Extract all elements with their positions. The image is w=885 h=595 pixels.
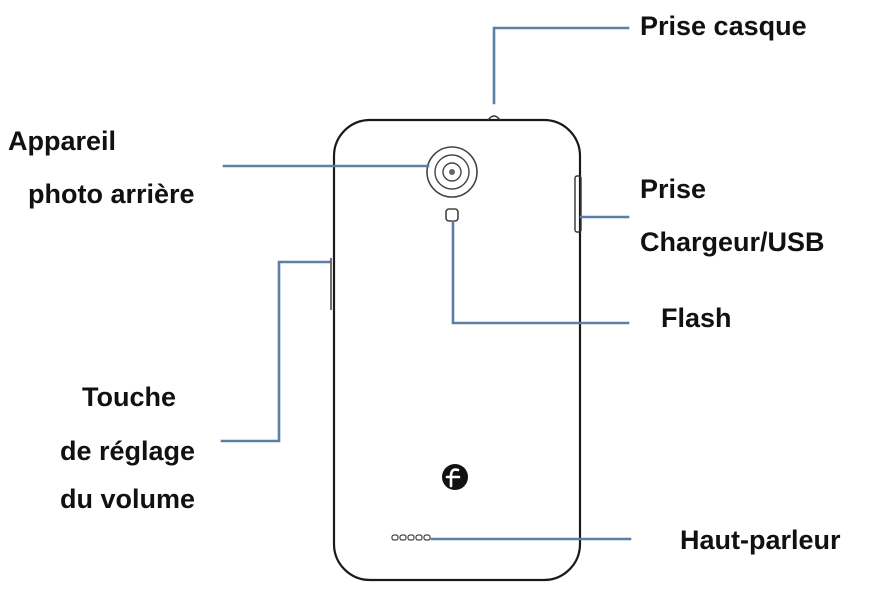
label-rear-camera-line2: photo arrière xyxy=(28,179,195,209)
leader-flash xyxy=(451,220,630,325)
label-rear-camera-line1: Appareil xyxy=(8,126,117,156)
label-volume-line1: Touche xyxy=(82,382,176,412)
label-headphone-jack: Prise casque xyxy=(640,11,807,41)
usb-port-icon xyxy=(574,175,582,233)
speaker-grille-icon xyxy=(391,534,431,541)
leader-lines xyxy=(220,26,632,541)
label-volume-line3: du volume xyxy=(60,484,196,514)
camera-lens-icon xyxy=(426,146,478,198)
label-volume-line2: de réglage xyxy=(60,436,196,466)
leader-volume xyxy=(220,260,331,443)
label-charger-line1: Prise xyxy=(640,174,707,204)
phone-outline xyxy=(332,118,582,582)
label-speaker: Haut-parleur xyxy=(680,525,841,555)
label-flash: Flash xyxy=(661,303,732,333)
headphone-jack-icon xyxy=(487,115,501,121)
leader-headphone-jack xyxy=(492,26,630,105)
label-charger-line2: Chargeur/USB xyxy=(640,227,825,257)
phone-back xyxy=(330,115,582,582)
orange-f-logo-icon xyxy=(442,464,468,490)
